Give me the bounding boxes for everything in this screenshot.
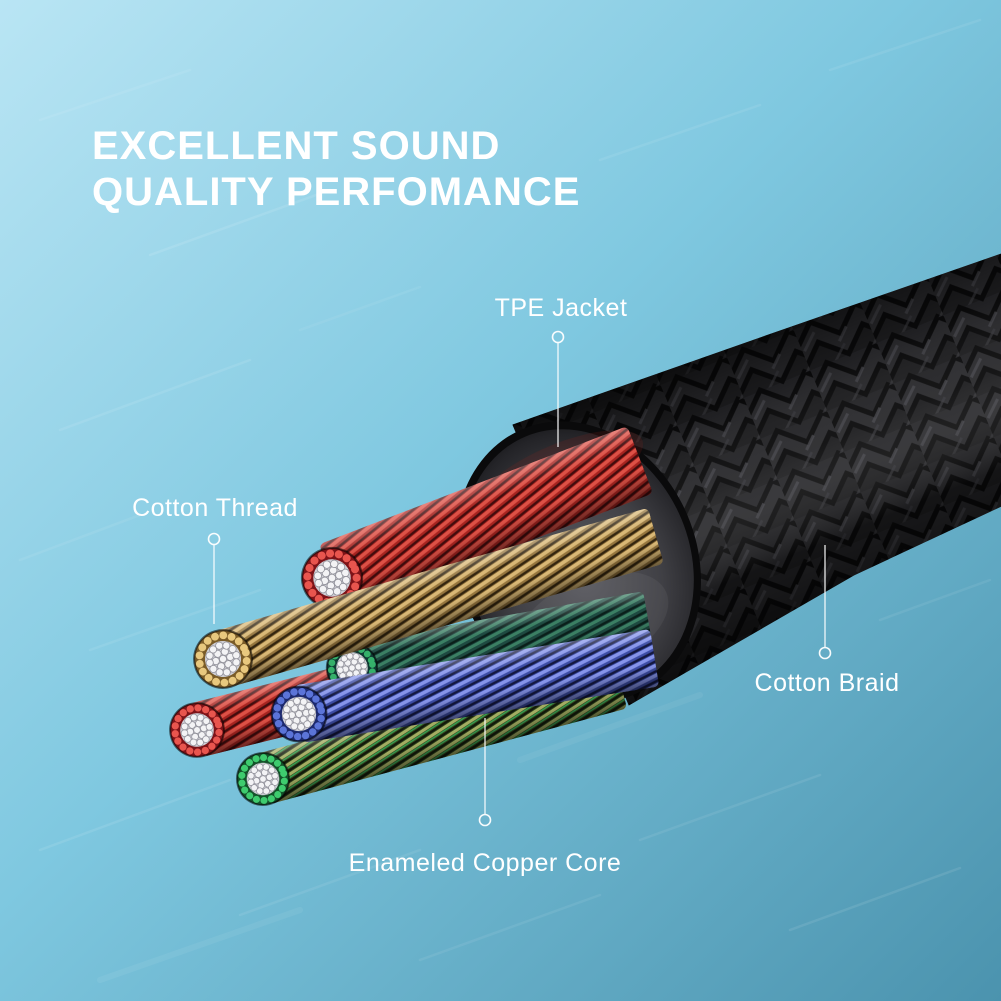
wire-blue: [270, 629, 659, 743]
callout-cotton-braid: Cotton Braid: [755, 545, 900, 697]
wire-red-lower-end: [169, 702, 225, 758]
wire-blue-end: [270, 685, 328, 743]
wire-green-end: [236, 752, 290, 806]
title-line-1: EXCELLENT SOUND: [92, 124, 500, 168]
title: EXCELLENT SOUND QUALITY PERFOMANCE: [92, 124, 580, 214]
wire-gold-end: [193, 629, 253, 689]
cotton-braid-label: Cotton Braid: [755, 669, 900, 697]
enameled-copper-core-label: Enameled Copper Core: [349, 849, 622, 877]
cotton-thread-label: Cotton Thread: [132, 494, 298, 522]
wire-gold: [193, 509, 663, 689]
cotton-braid-leader-dot: [818, 646, 832, 660]
wire-red: [300, 427, 652, 611]
title-line-2: QUALITY PERFOMANCE: [92, 170, 580, 214]
callout-tpe-jacket: TPE Jacket: [495, 294, 628, 447]
callout-cotton-thread: Cotton Thread: [132, 494, 298, 624]
tpe-jacket-label: TPE Jacket: [495, 294, 628, 322]
background-streaks: [18, 18, 992, 983]
callout-enameled-copper-core: Enameled Copper Core: [349, 718, 622, 877]
cotton-thread-leader-dot: [207, 532, 221, 546]
enameled-copper-core-leader-dot: [478, 813, 492, 827]
tpe-jacket-leader-dot: [551, 330, 565, 344]
